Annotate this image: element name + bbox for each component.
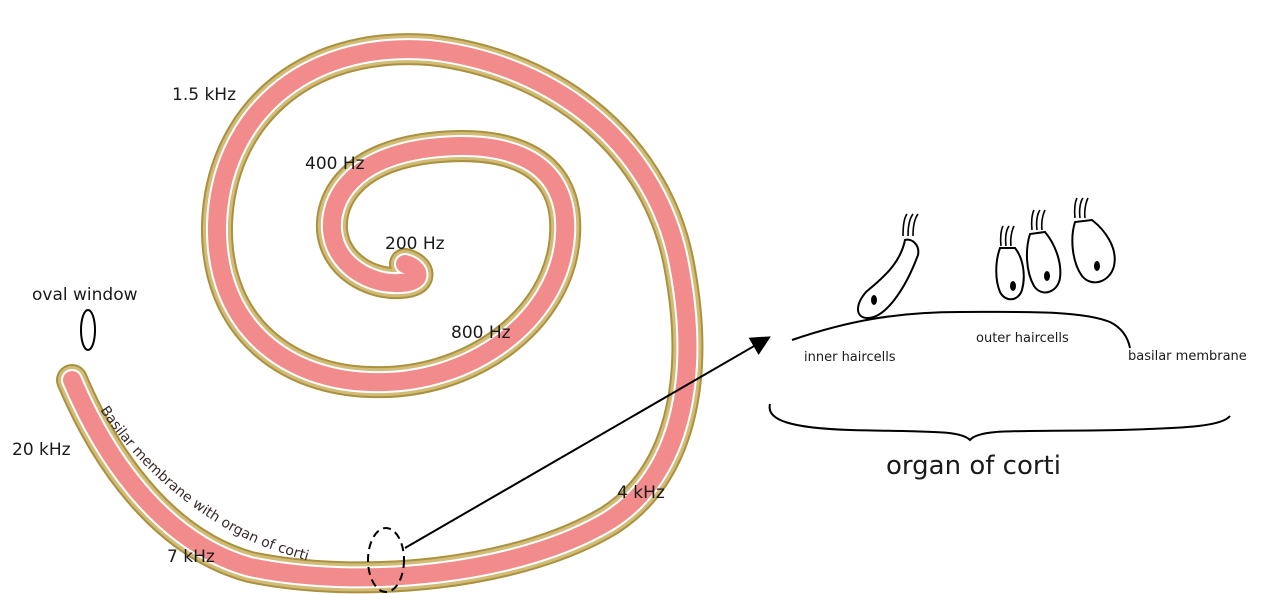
outer-haircell-1 bbox=[996, 226, 1024, 299]
label-basilar-membrane: basilar membrane bbox=[1128, 349, 1247, 364]
label-1-5khz: 1.5 kHz bbox=[172, 85, 236, 105]
label-7khz: 7 kHz bbox=[167, 547, 215, 567]
label-outer-haircells: outer haircells bbox=[976, 331, 1069, 346]
label-800hz: 800 Hz bbox=[451, 323, 511, 343]
oval-window-marker bbox=[81, 310, 95, 350]
organ-brace bbox=[770, 404, 1230, 440]
label-400hz: 400 Hz bbox=[305, 154, 365, 174]
cochlea-spiral bbox=[72, 49, 687, 577]
label-organ-of-corti: organ of corti bbox=[886, 451, 1061, 481]
label-200hz: 200 Hz bbox=[385, 234, 445, 254]
label-20khz: 20 kHz bbox=[12, 440, 71, 460]
organ-of-corti-detail: inner haircells outer haircells basilar … bbox=[770, 198, 1247, 481]
label-4khz: 4 kHz bbox=[617, 483, 665, 503]
outer-haircell-3 bbox=[1072, 198, 1114, 282]
outer-haircell-2 bbox=[1027, 210, 1060, 292]
detail-membrane-line bbox=[792, 312, 1130, 348]
label-oval-window: oval window bbox=[32, 285, 138, 305]
label-inner-haircells: inner haircells bbox=[804, 350, 896, 365]
inner-haircell bbox=[858, 214, 918, 318]
